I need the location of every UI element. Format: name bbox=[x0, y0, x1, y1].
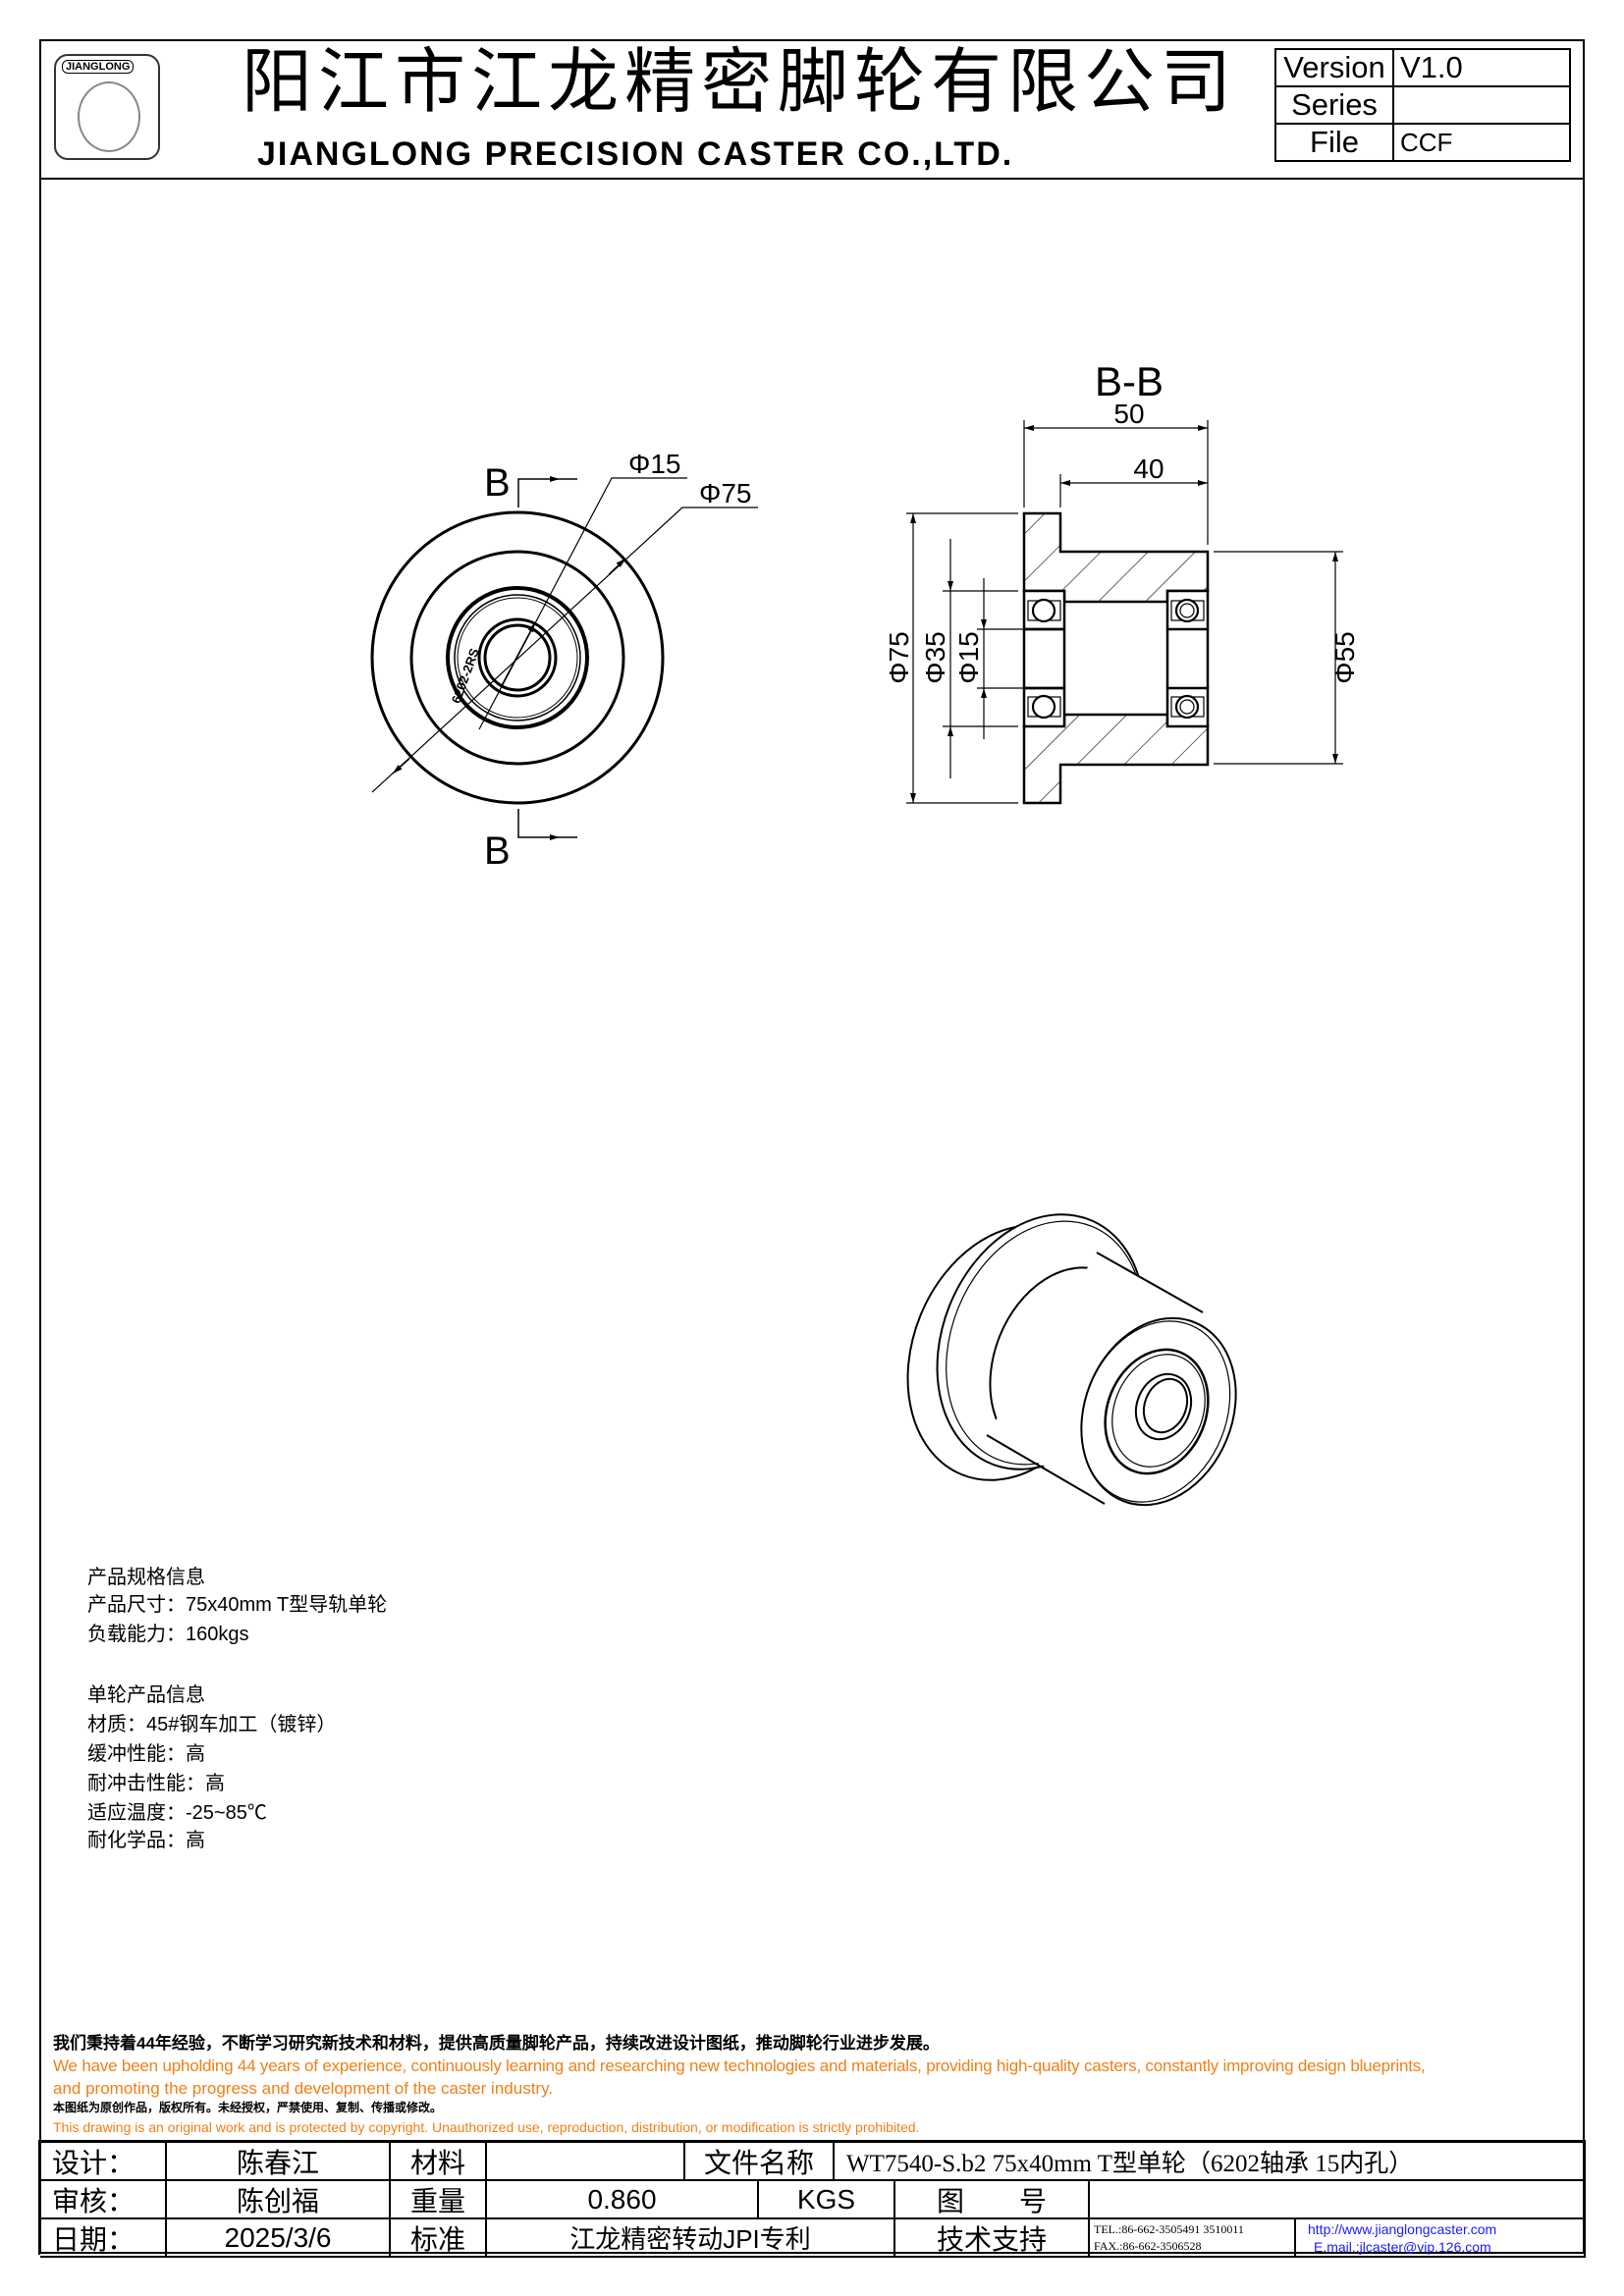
dim-40-label: 40 bbox=[1133, 454, 1164, 484]
spec-chemical: 耐化学品：高 bbox=[87, 1830, 205, 1851]
file-label: File bbox=[1274, 123, 1394, 162]
filename-label: 文件名称 bbox=[685, 2143, 835, 2181]
spec-group2-title: 单轮产品信息 bbox=[87, 1684, 205, 1706]
company-name-cn: 阳江市江龙精密脚轮有限公司 bbox=[242, 43, 1238, 122]
tel-text: TEL.:86-662-3505491 3510011 bbox=[1094, 2221, 1244, 2236]
bearing-seal-circle bbox=[454, 594, 581, 721]
section-arrow-top bbox=[517, 476, 560, 507]
bottom-info-table: 设计： 陈春江 材料 文件名称 WT7540-S.b2 75x40mm T型单轮… bbox=[38, 2140, 1586, 2258]
date-label: 日期： bbox=[40, 2219, 167, 2258]
section-arrow-bottom bbox=[517, 809, 560, 840]
weight-value: 0.860 bbox=[487, 2181, 759, 2219]
inner-race-circle bbox=[477, 617, 558, 698]
design-label: 设计： bbox=[40, 2143, 167, 2181]
bearing-ball bbox=[1031, 694, 1056, 720]
date-value: 2025/3/6 bbox=[167, 2219, 391, 2258]
material-value bbox=[487, 2143, 685, 2181]
spec-size: 产品尺寸：75x40mm T型导轨单轮 bbox=[87, 1594, 388, 1616]
standard-label: 标准 bbox=[391, 2219, 487, 2258]
mission-en-1: We have been upholding 44 years of exper… bbox=[53, 2056, 1426, 2075]
version-value: V1.0 bbox=[1392, 48, 1571, 87]
designer-value: 陈春江 bbox=[167, 2143, 391, 2181]
section-lower-hatch bbox=[1022, 713, 1210, 805]
mission-en-2: and promoting the progress and developme… bbox=[53, 2079, 554, 2098]
weight-label: 重量 bbox=[391, 2181, 487, 2219]
dim-50-label: 50 bbox=[1113, 399, 1144, 429]
email-link[interactable]: E.mail.:jlcaster@vip.126.com bbox=[1314, 2238, 1491, 2255]
dim-phi35-label: Φ35 bbox=[920, 631, 950, 683]
series-value bbox=[1392, 85, 1571, 125]
filename-value: WT7540-S.b2 75x40mm T型单轮（6202轴承 15内孔） bbox=[835, 2143, 1586, 2181]
section-title: B-B bbox=[1095, 358, 1164, 404]
drawing-number-value bbox=[1090, 2181, 1586, 2219]
logo-text: JIANGLONG bbox=[62, 60, 135, 74]
spec-material: 材质：45#钢车加工（镀锌） bbox=[87, 1714, 337, 1735]
spec-cushioning: 缓冲性能：高 bbox=[87, 1743, 205, 1765]
bearing-outer-circle bbox=[446, 586, 589, 729]
spec-group1-title: 产品规格信息 bbox=[87, 1567, 205, 1588]
bearing-ball bbox=[1174, 598, 1200, 623]
section-mark-bottom: B bbox=[484, 829, 511, 873]
standard-value: 江龙精密转动JPI专利 bbox=[487, 2219, 895, 2258]
drawing-frame bbox=[39, 39, 1585, 2254]
company-logo: JIANGLONG bbox=[54, 54, 160, 160]
material-label: 材料 bbox=[391, 2143, 487, 2181]
contact-phone: TEL.:86-662-3505491 3510011 FAX.:86-662-… bbox=[1090, 2219, 1296, 2258]
isometric-view bbox=[906, 1213, 1237, 1507]
dim-phi15-label: Φ15 bbox=[953, 631, 984, 683]
tech-support-label: 技术支持 bbox=[895, 2219, 1090, 2258]
bearing-ball bbox=[1031, 598, 1056, 623]
copyright-en: This drawing is an original work and is … bbox=[53, 2119, 920, 2135]
section-mark-top: B bbox=[484, 461, 511, 505]
title-block-row-series: Series bbox=[1274, 85, 1571, 125]
bore-dimension-leader bbox=[478, 477, 687, 730]
wheel-outer-circle bbox=[370, 510, 665, 805]
bore-circle bbox=[483, 623, 552, 692]
contact-web: http://www.jianglongcaster.com E.mail.:j… bbox=[1296, 2219, 1586, 2258]
spec-impact: 耐冲击性能：高 bbox=[87, 1773, 225, 1794]
dim-phi75-label: Φ75 bbox=[884, 631, 914, 683]
section-view bbox=[906, 420, 1343, 805]
dim-phi55-label: Φ55 bbox=[1329, 631, 1360, 683]
bearing-seal-inner-circle bbox=[457, 597, 578, 719]
bore bbox=[1142, 1377, 1189, 1434]
bearing-ball bbox=[1174, 694, 1200, 720]
weight-unit: KGS bbox=[759, 2181, 895, 2219]
fax-text: FAX.:86-662-3506528 bbox=[1094, 2238, 1202, 2253]
outer-dimension-leader bbox=[371, 507, 758, 793]
company-name-en: JIANGLONG PRECISION CASTER CO.,LTD. bbox=[257, 135, 1014, 173]
front-view: 6202-2RS bbox=[370, 476, 758, 840]
dim-bore-label: Φ15 bbox=[628, 449, 680, 479]
body-circle bbox=[409, 550, 625, 766]
version-label: Version bbox=[1274, 48, 1394, 87]
caster-wheel-icon bbox=[78, 81, 140, 152]
mission-cn: 我们秉持着44年经验，不断学习研究新技术和材料，提供高质量脚轮产品，持续改进设计… bbox=[53, 2034, 940, 2053]
spec-temperature: 适应温度：-25~85℃ bbox=[87, 1802, 267, 1824]
reviewer-value: 陈创福 bbox=[167, 2181, 391, 2219]
series-label: Series bbox=[1274, 85, 1394, 125]
website-link[interactable]: http://www.jianglongcaster.com bbox=[1308, 2220, 1497, 2237]
spec-load: 负载能力：160kgs bbox=[87, 1624, 249, 1645]
drawing-number-label: 图 号 bbox=[895, 2181, 1090, 2219]
dim-outer-label: Φ75 bbox=[699, 478, 751, 508]
section-upper-hatch bbox=[1022, 511, 1210, 604]
header-divider bbox=[39, 178, 1585, 180]
file-value: CCF bbox=[1392, 123, 1571, 162]
copyright-cn: 本图纸为原创作品，版权所有。未经授权，严禁使用、复制、传播或修改。 bbox=[53, 2101, 443, 2114]
review-label: 审核： bbox=[40, 2181, 167, 2219]
